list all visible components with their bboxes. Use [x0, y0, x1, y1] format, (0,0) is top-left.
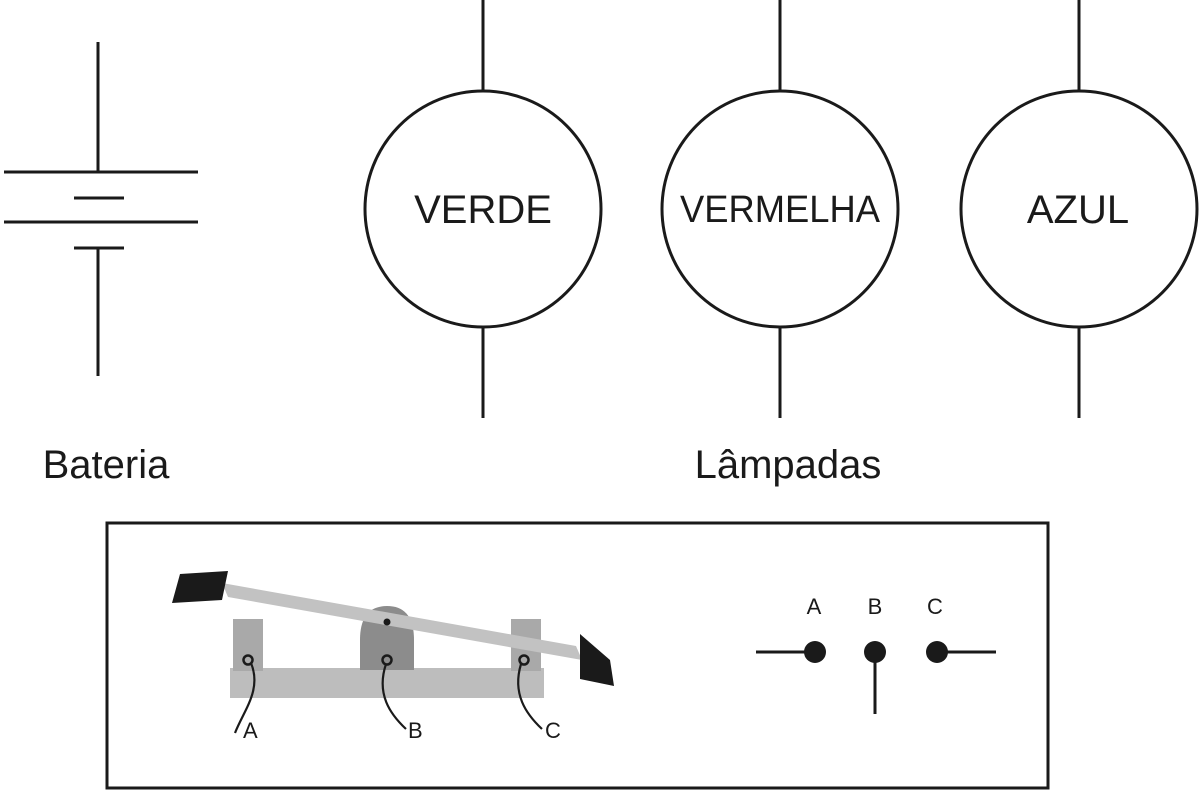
terminal-screw-b	[381, 654, 393, 666]
lamp-azul: AZUL	[959, 0, 1199, 418]
battery-symbol	[4, 42, 198, 376]
symbol-terminal-b	[864, 641, 886, 663]
battery-caption: Bateria	[43, 443, 170, 487]
terminal-label-c: C	[545, 718, 561, 743]
symbol-terminal-a	[804, 641, 826, 663]
symbol-terminal-c	[926, 641, 948, 663]
terminal-screw-c	[518, 654, 530, 666]
lamp-vermelha: VERMELHA	[660, 0, 900, 418]
lamp-verde: VERDE	[363, 0, 603, 418]
lamp-vermelha-label: VERMELHA	[680, 189, 881, 231]
switch-panel-frame	[105, 521, 1050, 790]
lamps-caption: Lâmpadas	[695, 443, 882, 487]
terminal-label-b: B	[408, 718, 423, 743]
symbol-label-b: B	[868, 594, 883, 619]
switch-blade	[222, 583, 582, 660]
wire-b	[381, 663, 407, 730]
symbol-label-c: C	[927, 594, 943, 619]
lamp-azul-label: AZUL	[1027, 188, 1129, 232]
terminal-screw-a	[242, 654, 254, 666]
switch-post-a	[233, 619, 263, 671]
switch-symbol: A B C	[756, 594, 996, 714]
switch-handle-right	[580, 634, 614, 686]
wire-a	[233, 662, 256, 734]
symbol-label-a: A	[807, 594, 822, 619]
terminal-label-a: A	[243, 718, 258, 743]
wire-c	[517, 663, 543, 730]
switch-base	[230, 668, 544, 698]
knife-switch-illustration: A B C	[172, 571, 614, 743]
switch-handle-left	[172, 571, 228, 603]
lamp-verde-label: VERDE	[414, 188, 552, 232]
switch-pivot-pin	[383, 618, 391, 626]
